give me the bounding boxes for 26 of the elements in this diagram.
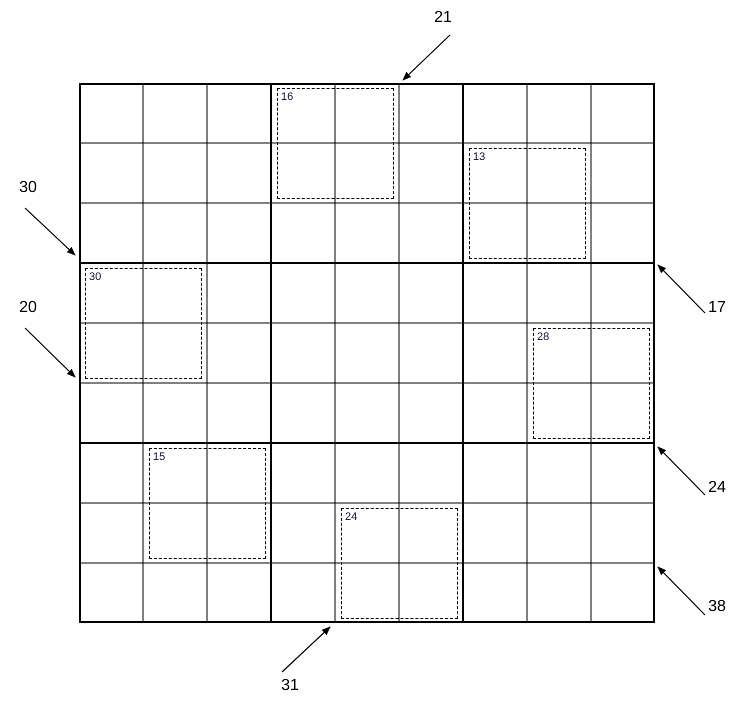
arrow (402, 34, 450, 81)
cage-outline (277, 88, 394, 199)
arrow (657, 264, 706, 314)
cage-sum: 13 (473, 151, 486, 164)
cage-sum: 15 (153, 451, 166, 464)
arrow (657, 446, 706, 496)
clue-number: 31 (281, 677, 299, 695)
cage-outline (85, 268, 202, 379)
cage-sum: 28 (537, 331, 550, 344)
cage-outline (149, 448, 266, 559)
clue-number: 20 (19, 299, 37, 317)
clue-number: 30 (19, 179, 37, 197)
cage-sum: 30 (89, 271, 102, 284)
cage-outline (341, 508, 458, 619)
cage-outline (469, 148, 586, 259)
arrow (24, 328, 76, 378)
cage-outline (533, 328, 650, 439)
cage-sum: 24 (345, 511, 358, 524)
arrow (282, 626, 331, 672)
arrow (24, 208, 76, 256)
cage-sum: 16 (281, 91, 294, 104)
clue-number: 38 (708, 598, 726, 616)
arrow (657, 566, 706, 616)
clue-number: 21 (434, 9, 452, 27)
clue-number: 24 (708, 479, 726, 497)
clue-number: 17 (708, 299, 726, 317)
